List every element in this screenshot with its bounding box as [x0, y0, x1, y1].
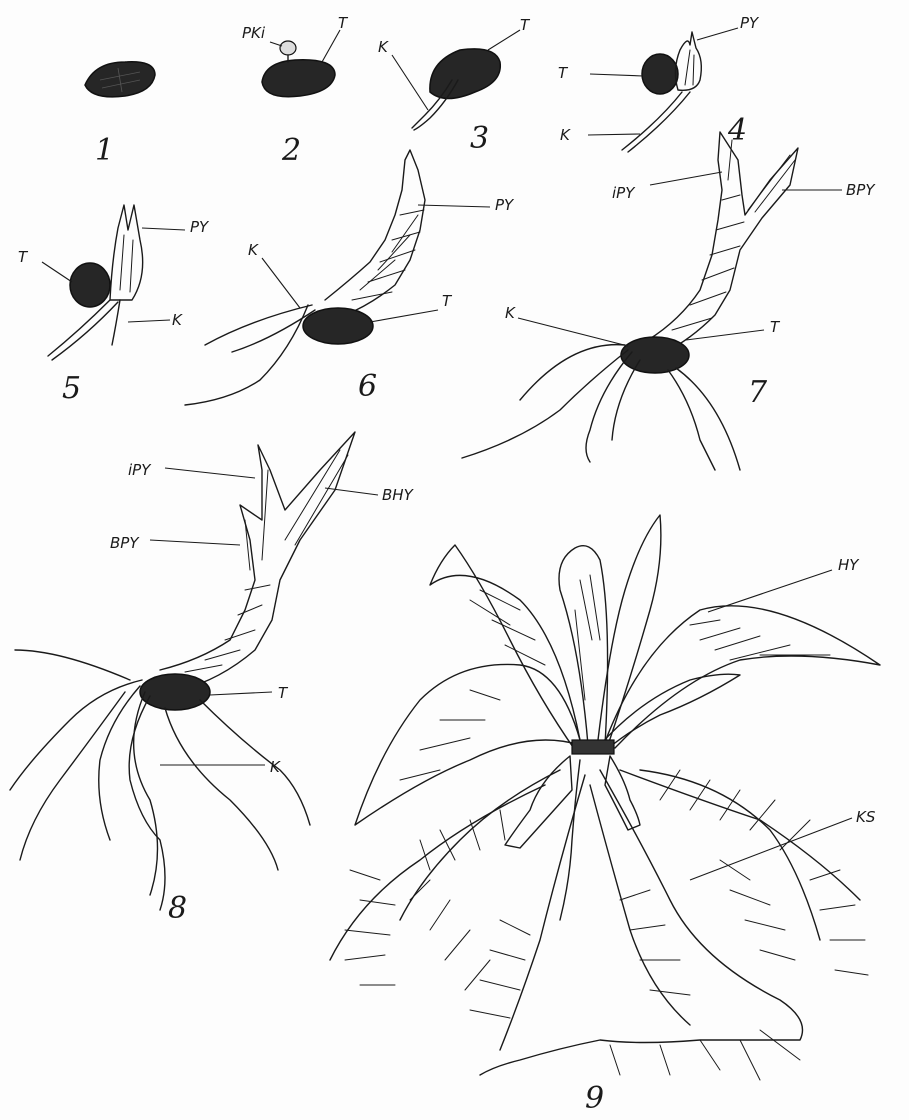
stage-6-label-py: PY	[495, 196, 515, 214]
stage-7-seedling	[462, 132, 798, 470]
stage-5-seedling	[48, 205, 143, 360]
stage-9-label-hy: HY	[838, 556, 860, 574]
stage-5-label-k: K	[172, 311, 183, 329]
stage-7-number: 7	[748, 375, 768, 410]
stage-5-label-t: T	[18, 248, 29, 266]
stage-8-label-ipy: iPY	[128, 461, 152, 479]
stage-1-seed	[85, 62, 155, 97]
stage-4-label-py: PY	[740, 14, 760, 32]
stage-4-label-t: T	[558, 64, 569, 82]
stage-7-label-ipy: iPY	[612, 184, 636, 202]
stage-4-label-k: K	[560, 126, 571, 144]
stage-6-seedling	[185, 150, 425, 405]
stage-6-label-k: K	[248, 241, 259, 259]
stage-9-label-ks: KS	[856, 808, 876, 826]
stage-5-label-py: PY	[190, 218, 210, 236]
stage-8-label-bpy: BPY	[110, 534, 140, 552]
plant-node	[572, 740, 614, 754]
stage-3-number: 3	[470, 121, 489, 156]
stage-9-number: 9	[585, 1081, 604, 1116]
stage-3-seedling	[412, 49, 500, 130]
stage-7-label-k: K	[505, 304, 516, 322]
stage-8-seedling	[10, 432, 355, 910]
stage-8-label-t: T	[278, 684, 289, 702]
stage-6-label-t: T	[442, 292, 453, 310]
stage-2-label-pki: PKi	[242, 24, 266, 42]
stage-2-number: 2	[281, 133, 301, 168]
stage-1-number: 1	[95, 133, 114, 168]
stage-3-label-k: K	[378, 38, 389, 56]
stage-4-number: 4	[727, 113, 747, 148]
stage-8-label-bhy: BHY	[382, 486, 415, 504]
stage-9-plant	[330, 515, 880, 1080]
stage-5-number: 5	[62, 371, 81, 406]
stage-2-label-t: T	[338, 14, 349, 32]
stage-8-number: 8	[168, 891, 187, 926]
stage-8-label-k: K	[270, 758, 281, 776]
stage-7-label-t: T	[770, 318, 781, 336]
stage-6-number: 6	[358, 369, 377, 404]
stage-7-label-bpy: BPY	[846, 181, 876, 199]
radicle-tip	[280, 41, 296, 55]
stage-2-seed	[262, 41, 335, 97]
stage-3-label-t: T	[520, 16, 531, 34]
